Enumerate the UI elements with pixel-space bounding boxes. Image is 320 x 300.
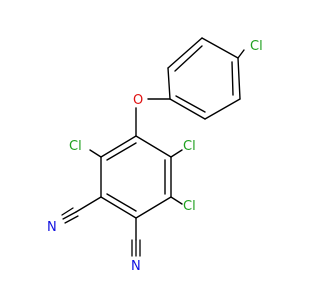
atom-cl-top: Cl (250, 39, 263, 54)
nitrile-triple-bonds (61, 207, 141, 257)
atom-cl-right-lower: Cl (183, 199, 196, 214)
chlorophenyl-ring (167, 37, 245, 120)
bond-phenyl-1 (167, 67, 171, 100)
bond-phenyl-double-2 (231, 61, 234, 96)
bond-cl-right-lower (170, 196, 183, 205)
ether-linkage (135, 98, 171, 137)
atom-cl-right-upper: Cl (183, 139, 196, 154)
bond-phenyl-3 (201, 37, 239, 59)
atom-o-ether: O (133, 93, 143, 108)
bond-phenyl-double-3 (175, 95, 206, 113)
bond-phenyl-cl (237, 49, 245, 59)
bond-core-3 (135, 196, 172, 219)
bond-cl-left (89, 149, 102, 158)
bond-core-1 (135, 135, 172, 158)
molecule-structure: Cl O Cl Cl Cl N N (47, 37, 263, 274)
bond-core-double-1 (106, 142, 137, 161)
atom-cl-left: Cl (69, 139, 82, 154)
central-ring (100, 135, 172, 219)
atom-n-bottom: N (131, 259, 141, 274)
bond-phenyl-double-1 (174, 45, 203, 72)
atom-labels: Cl O Cl Cl Cl N N (47, 39, 263, 274)
bond-phenyl-6 (169, 98, 206, 120)
bond-core-double-3 (106, 193, 137, 212)
bond-core-4 (100, 196, 137, 219)
bond-cn-left (75, 196, 102, 213)
bond-phenyl-2 (167, 37, 203, 69)
bond-phenyl-5 (204, 98, 241, 120)
substituent-bonds (75, 149, 183, 241)
atom-n-left: N (47, 220, 57, 235)
bond-cl-right-upper (170, 149, 183, 158)
bond-cn-left-2 (62, 211, 77, 220)
bond-cn-left-1 (61, 207, 74, 216)
bond-cn-left-3 (64, 215, 79, 224)
bond-core-6 (100, 135, 137, 158)
bond-phenyl-4 (237, 57, 241, 100)
